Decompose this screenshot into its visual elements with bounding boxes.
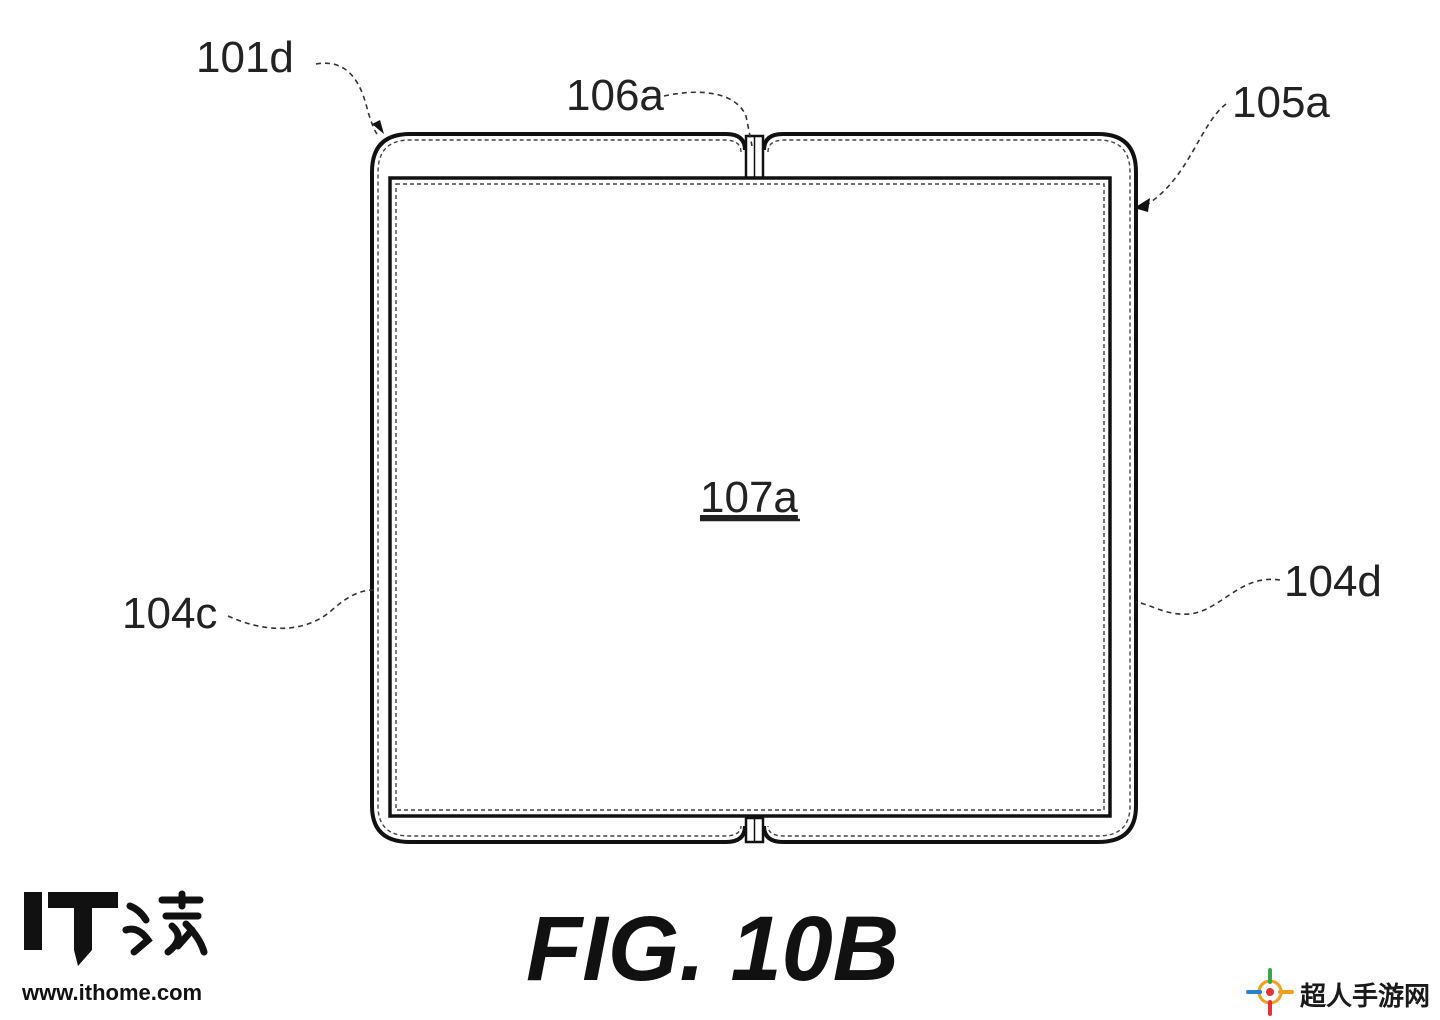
leader-104d	[1135, 578, 1281, 615]
ithome-logo-icon	[24, 890, 208, 966]
device-body	[370, 132, 1138, 844]
label-105a: 105a	[1232, 78, 1330, 127]
display-panel	[388, 176, 1112, 818]
housing-dashed-trace-right	[767, 139, 1131, 837]
ithome-url-text: www.ithome.com	[22, 980, 203, 1005]
leader-101d	[315, 62, 378, 135]
label-107a: 107a	[700, 473, 798, 522]
label-104c: 104c	[122, 589, 217, 638]
leader-106a	[663, 91, 753, 147]
label-106a: 106a	[566, 71, 664, 120]
left-housing-outline	[370, 132, 747, 844]
leader-105a	[1147, 103, 1227, 205]
chaoren-watermark: 超人手游网	[1244, 966, 1440, 1018]
right-housing-outline	[762, 132, 1138, 844]
ithome-watermark: www.ithome.com	[22, 890, 222, 1014]
leader-105a-arrowhead	[1134, 198, 1150, 212]
housing-dashed-trace	[377, 139, 742, 837]
label-104d: 104d	[1284, 557, 1382, 606]
figure-title: FIG. 10B	[526, 898, 899, 1000]
label-101d: 101d	[196, 33, 294, 82]
chaoren-logo-text: 超人手游网	[1300, 982, 1431, 1012]
leader-104c	[227, 589, 375, 630]
chaoren-logo-icon	[1246, 968, 1294, 1016]
display-dashed-boundary	[395, 183, 1105, 811]
leader-101d-arrowhead	[372, 120, 384, 134]
